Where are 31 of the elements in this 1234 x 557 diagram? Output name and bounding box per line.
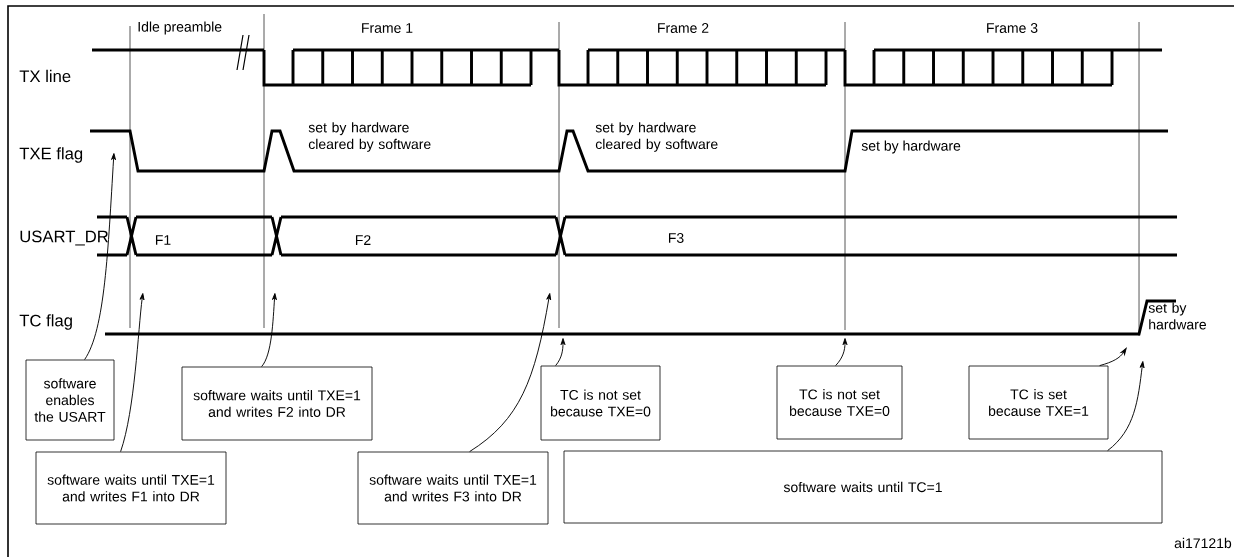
bus-value-label: F2 <box>356 235 371 245</box>
signal-label: USART_DR <box>20 230 108 246</box>
callout-box: software waits until TXE=1 and writes F1 into DR <box>35 451 227 525</box>
callout-box: software waits until TC=1 <box>563 450 1163 524</box>
annotation-text: set by hardware cleared by software <box>595 122 718 152</box>
bus-value-label: F1 <box>156 235 171 245</box>
signal-label: TXE flag <box>19 147 83 163</box>
callout-box: software enables the USART <box>25 359 115 441</box>
annotation-text: set by hardware <box>861 140 961 154</box>
signal-label: TC flag <box>19 314 72 330</box>
frame-label: Frame 3 <box>987 23 1038 33</box>
annotation-text: set by hardware <box>1148 302 1206 330</box>
signal-label: TX line <box>19 69 71 83</box>
annotation-text: set by hardware cleared by software <box>308 122 431 152</box>
callout-box: TC is not set because TXE=0 <box>776 365 903 440</box>
callout-box: TC is not set because TXE=0 <box>540 365 661 441</box>
leader-arrow <box>835 338 848 367</box>
bus-value-label: F3 <box>669 233 684 243</box>
callout-box: software waits until TXE=1 and writes F2 into DR <box>181 366 373 441</box>
leader-arrow <box>555 338 566 367</box>
signal-phase-label: Idle preamble <box>138 21 222 35</box>
leader-arrow <box>120 293 145 453</box>
leader-arrow <box>261 293 277 368</box>
callout-box: software waits until TXE=1 and writes F3 into DR <box>357 451 549 525</box>
frame-label: Frame 1 <box>362 23 413 33</box>
leader-arrow <box>469 293 552 453</box>
leader-arrow <box>1099 347 1127 367</box>
figure-id: ai17121b <box>1174 537 1232 549</box>
frame-label: Frame 2 <box>658 23 709 33</box>
leader-arrow <box>84 153 116 361</box>
callout-box: TC is set because TXE=1 <box>968 365 1109 440</box>
